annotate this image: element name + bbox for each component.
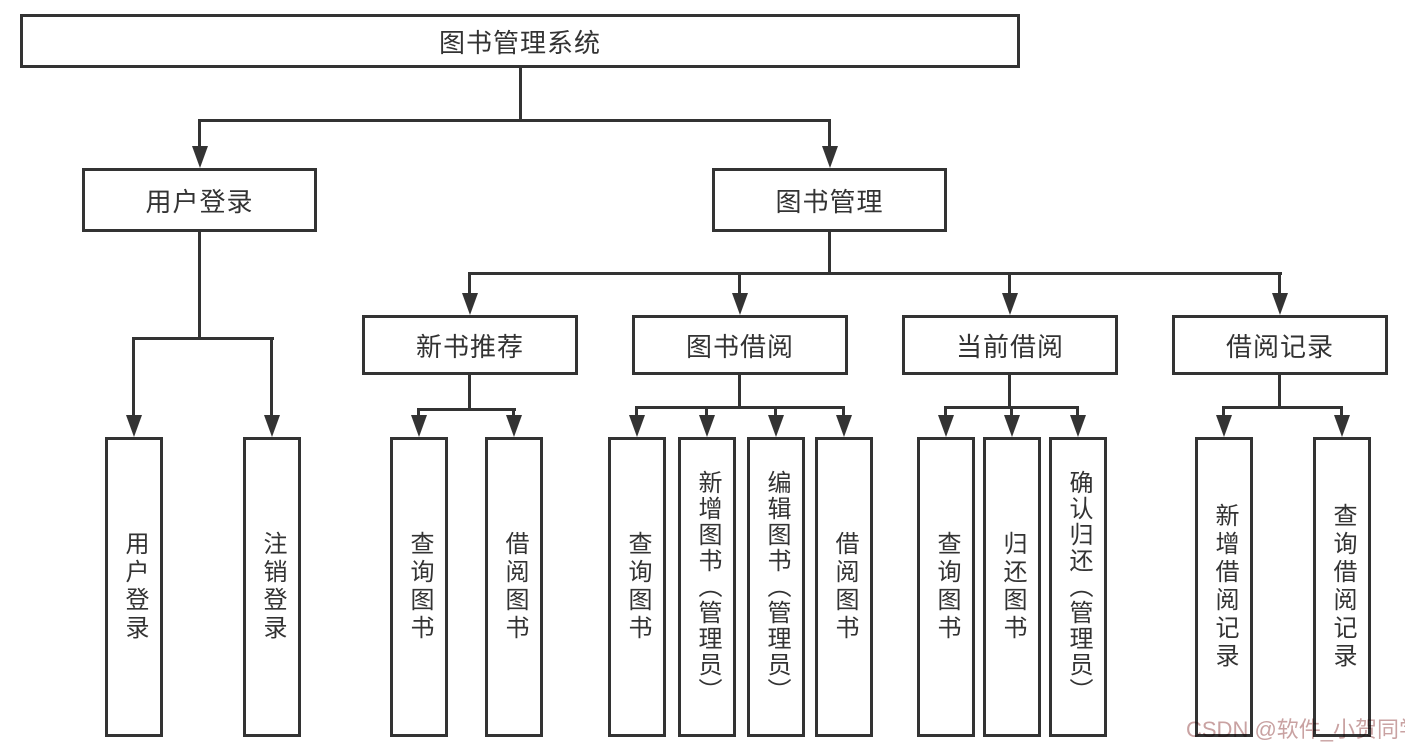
arrow-head-book-management [822,146,838,168]
arrow-head-br-add [1216,415,1232,437]
connector-user-login-rail [132,337,274,340]
connector-new-book-rail [417,408,516,411]
connector-current-borrow-stem [1008,375,1011,406]
node-root: 图书管理系统 [20,14,1020,68]
leaf-nb-borrow-book: 借阅图书 [485,437,543,737]
leaf-user-logout-label: 注销登录 [259,531,286,643]
node-book-management-label: 图书管理 [775,186,884,217]
connector-drop-br-query [1340,406,1343,415]
node-new-book-recommend-label: 新书推荐 [415,331,524,362]
connector-drop-leaf-login [132,337,135,415]
leaf-bb-edit-book-admin: 编辑图书（管理员） [747,437,805,737]
connector-user-login-stem [198,232,201,337]
leaf-bb-query-book: 查询图书 [608,437,666,737]
leaf-bb-borrow-book-label: 借阅图书 [831,531,858,643]
leaf-bb-add-book-admin: 新增图书（管理员） [678,437,736,737]
arrow-head-br-query [1334,415,1350,437]
connector-drop-leaf-logout [270,337,273,415]
leaf-bb-add-book-admin-label: 新增图书（管理员） [694,470,721,704]
arrow-head-cb-query [938,415,954,437]
connector-drop-bb-borrow [842,406,845,415]
leaf-cb-return-book-label: 归还图书 [999,531,1026,643]
leaf-nb-borrow-book-label: 借阅图书 [501,531,528,643]
arrow-head-nb-query [411,415,427,437]
node-current-borrow: 当前借阅 [902,315,1118,375]
arrow-head-user-login [192,146,208,168]
leaf-cb-confirm-return-admin-label: 确认归还（管理员） [1065,470,1092,704]
node-current-borrow-label: 当前借阅 [955,331,1064,362]
connector-drop-borrow-record [1278,272,1281,293]
connector-drop-current-borrow [1008,272,1011,293]
arrow-head-current-borrow [1002,293,1018,315]
arrow-head-bb-borrow [836,415,852,437]
connector-new-book-stem [468,375,471,408]
node-borrow-record: 借阅记录 [1172,315,1388,375]
node-borrow-record-label: 借阅记录 [1225,331,1334,362]
connector-borrow-record-rail [1222,406,1343,409]
connector-drop-bb-edit [774,406,777,415]
leaf-nb-query-book: 查询图书 [390,437,448,737]
connector-drop-cb-query [944,406,947,415]
node-book-borrow-label: 图书借阅 [685,331,794,362]
node-book-borrow: 图书借阅 [632,315,848,375]
connector-drop-user-login [198,119,201,148]
arrow-head-bb-query [629,415,645,437]
arrow-head-nb-borrow [506,415,522,437]
arrow-head-bb-add [699,415,715,437]
leaf-user-login-label: 用户登录 [121,531,148,643]
arrow-head-cb-confirm [1070,415,1086,437]
node-book-management: 图书管理 [712,168,947,232]
node-new-book-recommend: 新书推荐 [362,315,578,375]
connector-level2-rail [198,119,831,122]
connector-drop-nb-query [417,408,420,415]
connector-drop-cb-return [1010,406,1013,415]
arrow-head-book-borrow [732,293,748,315]
leaf-bb-query-book-label: 查询图书 [624,531,651,643]
connector-drop-new-book [468,272,471,293]
connector-book-borrow-rail [635,406,845,409]
node-user-login-label: 用户登录 [145,186,254,217]
connector-root-stem [519,68,522,120]
arrow-head-new-book [462,293,478,315]
leaf-cb-query-book-label: 查询图书 [933,531,960,643]
connector-drop-cb-confirm [1076,406,1079,415]
connector-drop-book-borrow [738,272,741,293]
leaf-br-add-record: 新增借阅记录 [1195,437,1253,737]
connector-drop-bb-query [635,406,638,415]
leaf-nb-query-book-label: 查询图书 [406,531,433,643]
connector-drop-br-add [1222,406,1225,415]
connector-level3-rail [468,272,1282,275]
leaf-cb-query-book: 查询图书 [917,437,975,737]
connector-book-borrow-stem [738,375,741,406]
leaf-bb-edit-book-admin-label: 编辑图书（管理员） [763,470,790,704]
arrow-head-bb-edit [768,415,784,437]
leaf-user-logout: 注销登录 [243,437,301,737]
connector-drop-nb-borrow [512,408,515,415]
csdn-watermark: CSDN @软件_小贺同学 [1186,717,1405,742]
arrow-head-borrow-record [1272,293,1288,315]
arrow-head-leaf-login [126,415,142,437]
leaf-bb-borrow-book: 借阅图书 [815,437,873,737]
node-user-login: 用户登录 [82,168,317,232]
leaf-user-login: 用户登录 [105,437,163,737]
arrow-head-leaf-logout [264,415,280,437]
leaf-cb-confirm-return-admin: 确认归还（管理员） [1049,437,1107,737]
connector-drop-book-management [828,119,831,148]
connector-book-management-stem [828,232,831,272]
leaf-cb-return-book: 归还图书 [983,437,1041,737]
node-root-label: 图书管理系统 [438,27,601,58]
connector-borrow-record-stem [1278,375,1281,406]
arrow-head-cb-return [1004,415,1020,437]
leaf-br-add-record-label: 新增借阅记录 [1211,503,1238,671]
leaf-br-query-record-label: 查询借阅记录 [1329,503,1356,671]
leaf-br-query-record: 查询借阅记录 [1313,437,1371,737]
connector-drop-bb-add [705,406,708,415]
